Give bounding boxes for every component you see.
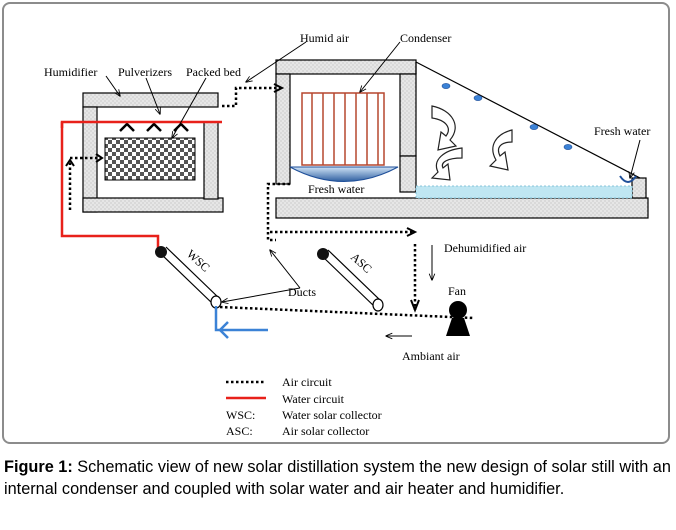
still-body [275,59,649,219]
fan-icon [446,301,470,336]
air-circuit [68,86,475,320]
water-circuit [60,120,222,252]
label-condenser: Condenser [400,31,451,45]
legend-air-text: Air circuit [282,375,332,389]
label-leaders [105,41,641,336]
legend-wsc-text: Water solar collector [282,408,382,422]
water-droplets [441,83,573,150]
legend: Air circuit Water circuit WSC: Water sol… [226,375,382,438]
packed-bed [104,137,196,181]
air-solar-collector [317,248,384,312]
schematic-diagram: Humid air Condenser Humidifier Pulverize… [44,31,650,438]
legend-wsc-symbol: WSC: [226,408,255,422]
condenser-coil [301,92,385,166]
glass-cover [415,61,641,179]
label-fan: Fan [448,284,466,298]
label-humidifier: Humidifier [44,65,97,79]
legend-asc-text: Air solar collector [282,424,369,438]
cold-water-inlet [214,306,268,332]
pulverizer-nozzles [119,122,189,132]
label-fresh-water-bottom: Fresh water [308,182,364,196]
fresh-water-outlet [619,175,637,183]
water-solar-collector [155,246,222,309]
circulation-arrows [430,105,513,181]
figure-caption: Figure 1: Schematic view of new solar di… [4,456,672,500]
label-packed-bed: Packed bed [186,65,241,79]
caption-label: Figure 1: [4,458,73,476]
fresh-water-collector [289,166,399,182]
label-pulverizers: Pulverizers [118,65,172,79]
figure-frame [2,2,670,444]
label-humid-air: Humid air [300,31,349,45]
label-asc: ASC [348,250,375,276]
label-ducts: Ducts [288,285,316,299]
basin-water [415,185,633,199]
caption-text: Schematic view of new solar distillation… [4,458,671,498]
label-wsc: WSC [184,247,213,275]
legend-water-text: Water circuit [282,392,345,406]
legend-asc-symbol: ASC: [226,424,253,438]
label-dehumidified-air: Dehumidified air [444,241,526,255]
label-fresh-water-top: Fresh water [594,124,650,138]
humidifier-chamber [82,92,224,213]
label-ambiant-air: Ambiant air [402,349,460,363]
